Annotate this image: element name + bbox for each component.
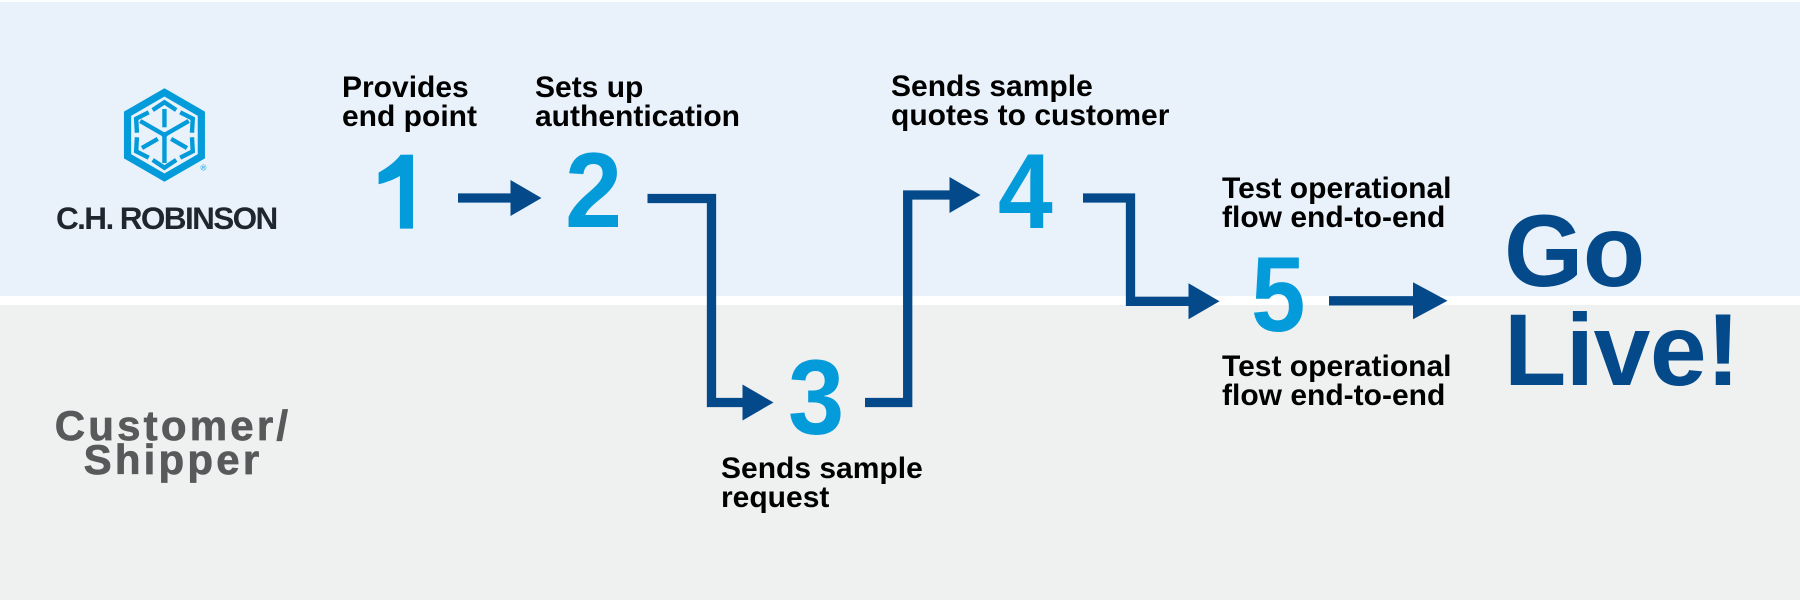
- svg-text:®: ®: [201, 164, 207, 173]
